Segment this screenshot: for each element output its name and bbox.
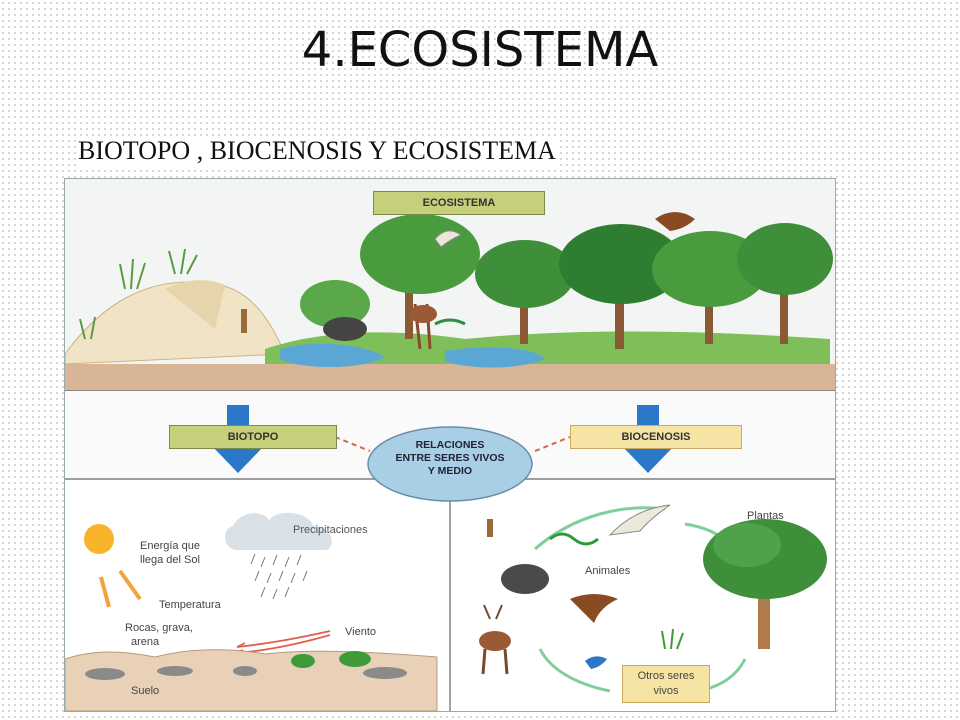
dune-shadow [165, 280, 225, 329]
relations-line-2: ENTRE SERES VIVOS [395, 452, 505, 464]
biotopo-box: BIOTOPO [169, 425, 337, 449]
small-animal-top [241, 309, 247, 333]
dune-grass [79, 248, 198, 340]
tree-icon [703, 519, 827, 649]
temperature-label: Temperatura [159, 599, 222, 611]
meadow [265, 331, 830, 364]
slide-title: 4.ECOSISTEMA [301, 22, 659, 78]
relations-text: RELACIONES ENTRE SERES VIVOS Y MEDIO [368, 439, 532, 478]
rocks-label: Rocas, grava, [125, 622, 193, 634]
wind-arrows [234, 630, 331, 654]
deer-icon [479, 604, 511, 675]
white-bird-icon [608, 504, 671, 536]
relations-line-3: Y MEDIO [427, 465, 473, 477]
soil-label: Suelo [131, 685, 159, 697]
rocks-label-2: arena [131, 636, 160, 648]
boar-icon [501, 564, 549, 594]
others-line-2: vivos [653, 685, 679, 697]
rocks [85, 666, 407, 680]
cloud-icon [225, 512, 332, 550]
boar-top [323, 317, 367, 341]
dashed-connector-right [534, 436, 571, 452]
grass-icon [661, 628, 684, 650]
soil-ground [64, 649, 438, 712]
deer-top-body [409, 305, 437, 323]
ecosystem-diagram: Energía que llega del Sol Precipitacione… [64, 178, 836, 712]
energy-label-2: llega del Sol [140, 554, 200, 566]
top-ground-strip [65, 364, 835, 391]
ecosistema-box: ECOSISTEMA [373, 191, 545, 215]
slide-subtitle: BIOTOPO , BIOCENOSIS Y ECOSISTEMA [76, 136, 558, 166]
relations-ellipse [367, 426, 533, 502]
energy-label: Energía que [140, 540, 200, 552]
dashed-connector-left [334, 436, 371, 452]
eagle-top [655, 212, 695, 231]
snake-top [434, 318, 466, 326]
biocenosis-box: BIOCENOSIS [570, 425, 742, 449]
pond-left [280, 343, 385, 368]
wind-label: Viento [345, 626, 376, 638]
precip-label: Precipitaciones [293, 524, 368, 536]
bird-white-top [434, 230, 463, 248]
pond-right [445, 347, 545, 368]
sun-rays [99, 569, 142, 608]
bushes [291, 651, 371, 668]
sun-icon [84, 524, 114, 554]
plants-label: Plantas [747, 510, 784, 522]
others-box: Otros seres vivos [622, 665, 710, 703]
eagle-icon [570, 594, 618, 623]
small-bird-icon [487, 519, 493, 537]
rain-drops [250, 553, 308, 600]
snake-icon [549, 532, 599, 546]
animals-label: Animales [585, 565, 631, 577]
relations-line-1: RELACIONES [415, 439, 485, 451]
blue-bird-icon [585, 656, 607, 669]
others-line-1: Otros seres [637, 670, 695, 682]
